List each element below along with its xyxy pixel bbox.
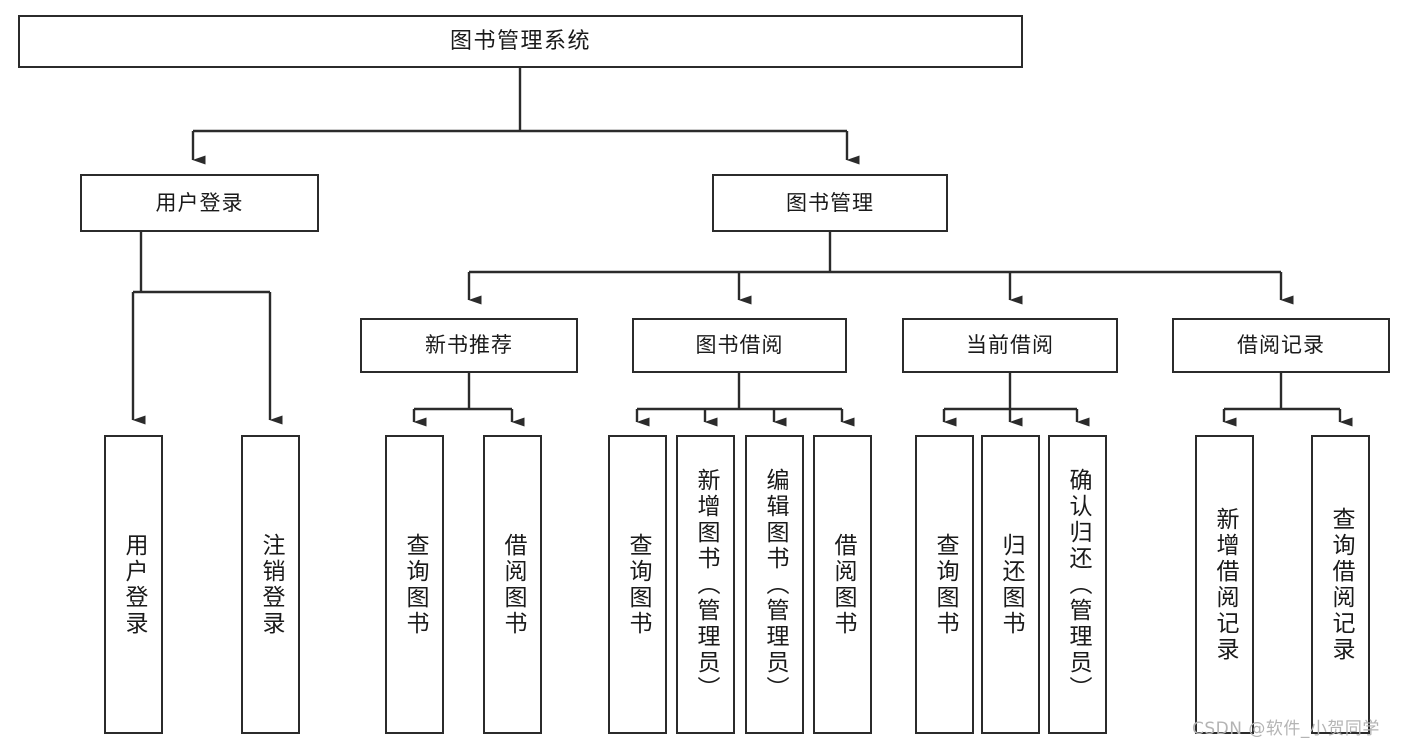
node-label: 用户登录 bbox=[121, 532, 147, 637]
leaf-query-book-borrow[interactable]: 查询图书 bbox=[608, 435, 667, 734]
csdn-watermark: CSDN @软件_小贺同学 bbox=[1192, 719, 1380, 739]
node-label: 查询图书 bbox=[625, 532, 651, 637]
node-label: 查询图书 bbox=[932, 532, 958, 637]
leaf-return-book[interactable]: 归还图书 bbox=[981, 435, 1040, 734]
leaf-logout-login[interactable]: 注销登录 bbox=[241, 435, 300, 734]
leaf-borrow-book[interactable]: 借阅图书 bbox=[813, 435, 872, 734]
node-label: 新书推荐 bbox=[425, 333, 513, 358]
leaf-add-book-admin[interactable]: 新增图书（管理员） bbox=[676, 435, 735, 734]
node-label: 图书借阅 bbox=[695, 333, 784, 358]
node-label: 借阅记录 bbox=[1237, 333, 1325, 358]
node-label: 注销登录 bbox=[258, 532, 284, 637]
node-label: 借阅图书 bbox=[500, 532, 526, 637]
node-label: 归还图书 bbox=[998, 532, 1024, 637]
node-label: 当前借阅 bbox=[966, 333, 1054, 358]
leaf-query-borrow-record[interactable]: 查询借阅记录 bbox=[1311, 435, 1370, 734]
node-label: 新增图书（管理员） bbox=[693, 467, 719, 702]
leaf-user-login[interactable]: 用户登录 bbox=[104, 435, 163, 734]
node-book-borrow[interactable]: 图书借阅 bbox=[632, 318, 847, 373]
leaf-query-book-current[interactable]: 查询图书 bbox=[915, 435, 974, 734]
node-borrow-record[interactable]: 借阅记录 bbox=[1172, 318, 1390, 373]
node-label: 新增借阅记录 bbox=[1212, 506, 1238, 663]
node-label: 编辑图书（管理员） bbox=[762, 467, 788, 702]
leaf-add-borrow-record[interactable]: 新增借阅记录 bbox=[1195, 435, 1254, 734]
leaf-edit-book-admin[interactable]: 编辑图书（管理员） bbox=[745, 435, 804, 734]
node-label: 查询图书 bbox=[402, 532, 428, 637]
node-root-system[interactable]: 图书管理系统 bbox=[18, 15, 1023, 68]
node-label: 查询借阅记录 bbox=[1328, 506, 1354, 663]
node-book-manage[interactable]: 图书管理 bbox=[712, 174, 948, 232]
node-user-login[interactable]: 用户登录 bbox=[80, 174, 319, 232]
node-current-borrow[interactable]: 当前借阅 bbox=[902, 318, 1118, 373]
leaf-borrow-book-rec[interactable]: 借阅图书 bbox=[483, 435, 542, 734]
node-label: 图书管理系统 bbox=[449, 28, 591, 54]
leaf-confirm-return-admin[interactable]: 确认归还（管理员） bbox=[1048, 435, 1107, 734]
node-label: 确认归还（管理员） bbox=[1065, 467, 1091, 702]
node-label: 图书管理 bbox=[786, 190, 874, 215]
leaf-query-book-rec[interactable]: 查询图书 bbox=[385, 435, 444, 734]
node-label: 用户登录 bbox=[155, 190, 244, 215]
node-label: 借阅图书 bbox=[830, 532, 856, 637]
node-new-book-recommend[interactable]: 新书推荐 bbox=[360, 318, 578, 373]
